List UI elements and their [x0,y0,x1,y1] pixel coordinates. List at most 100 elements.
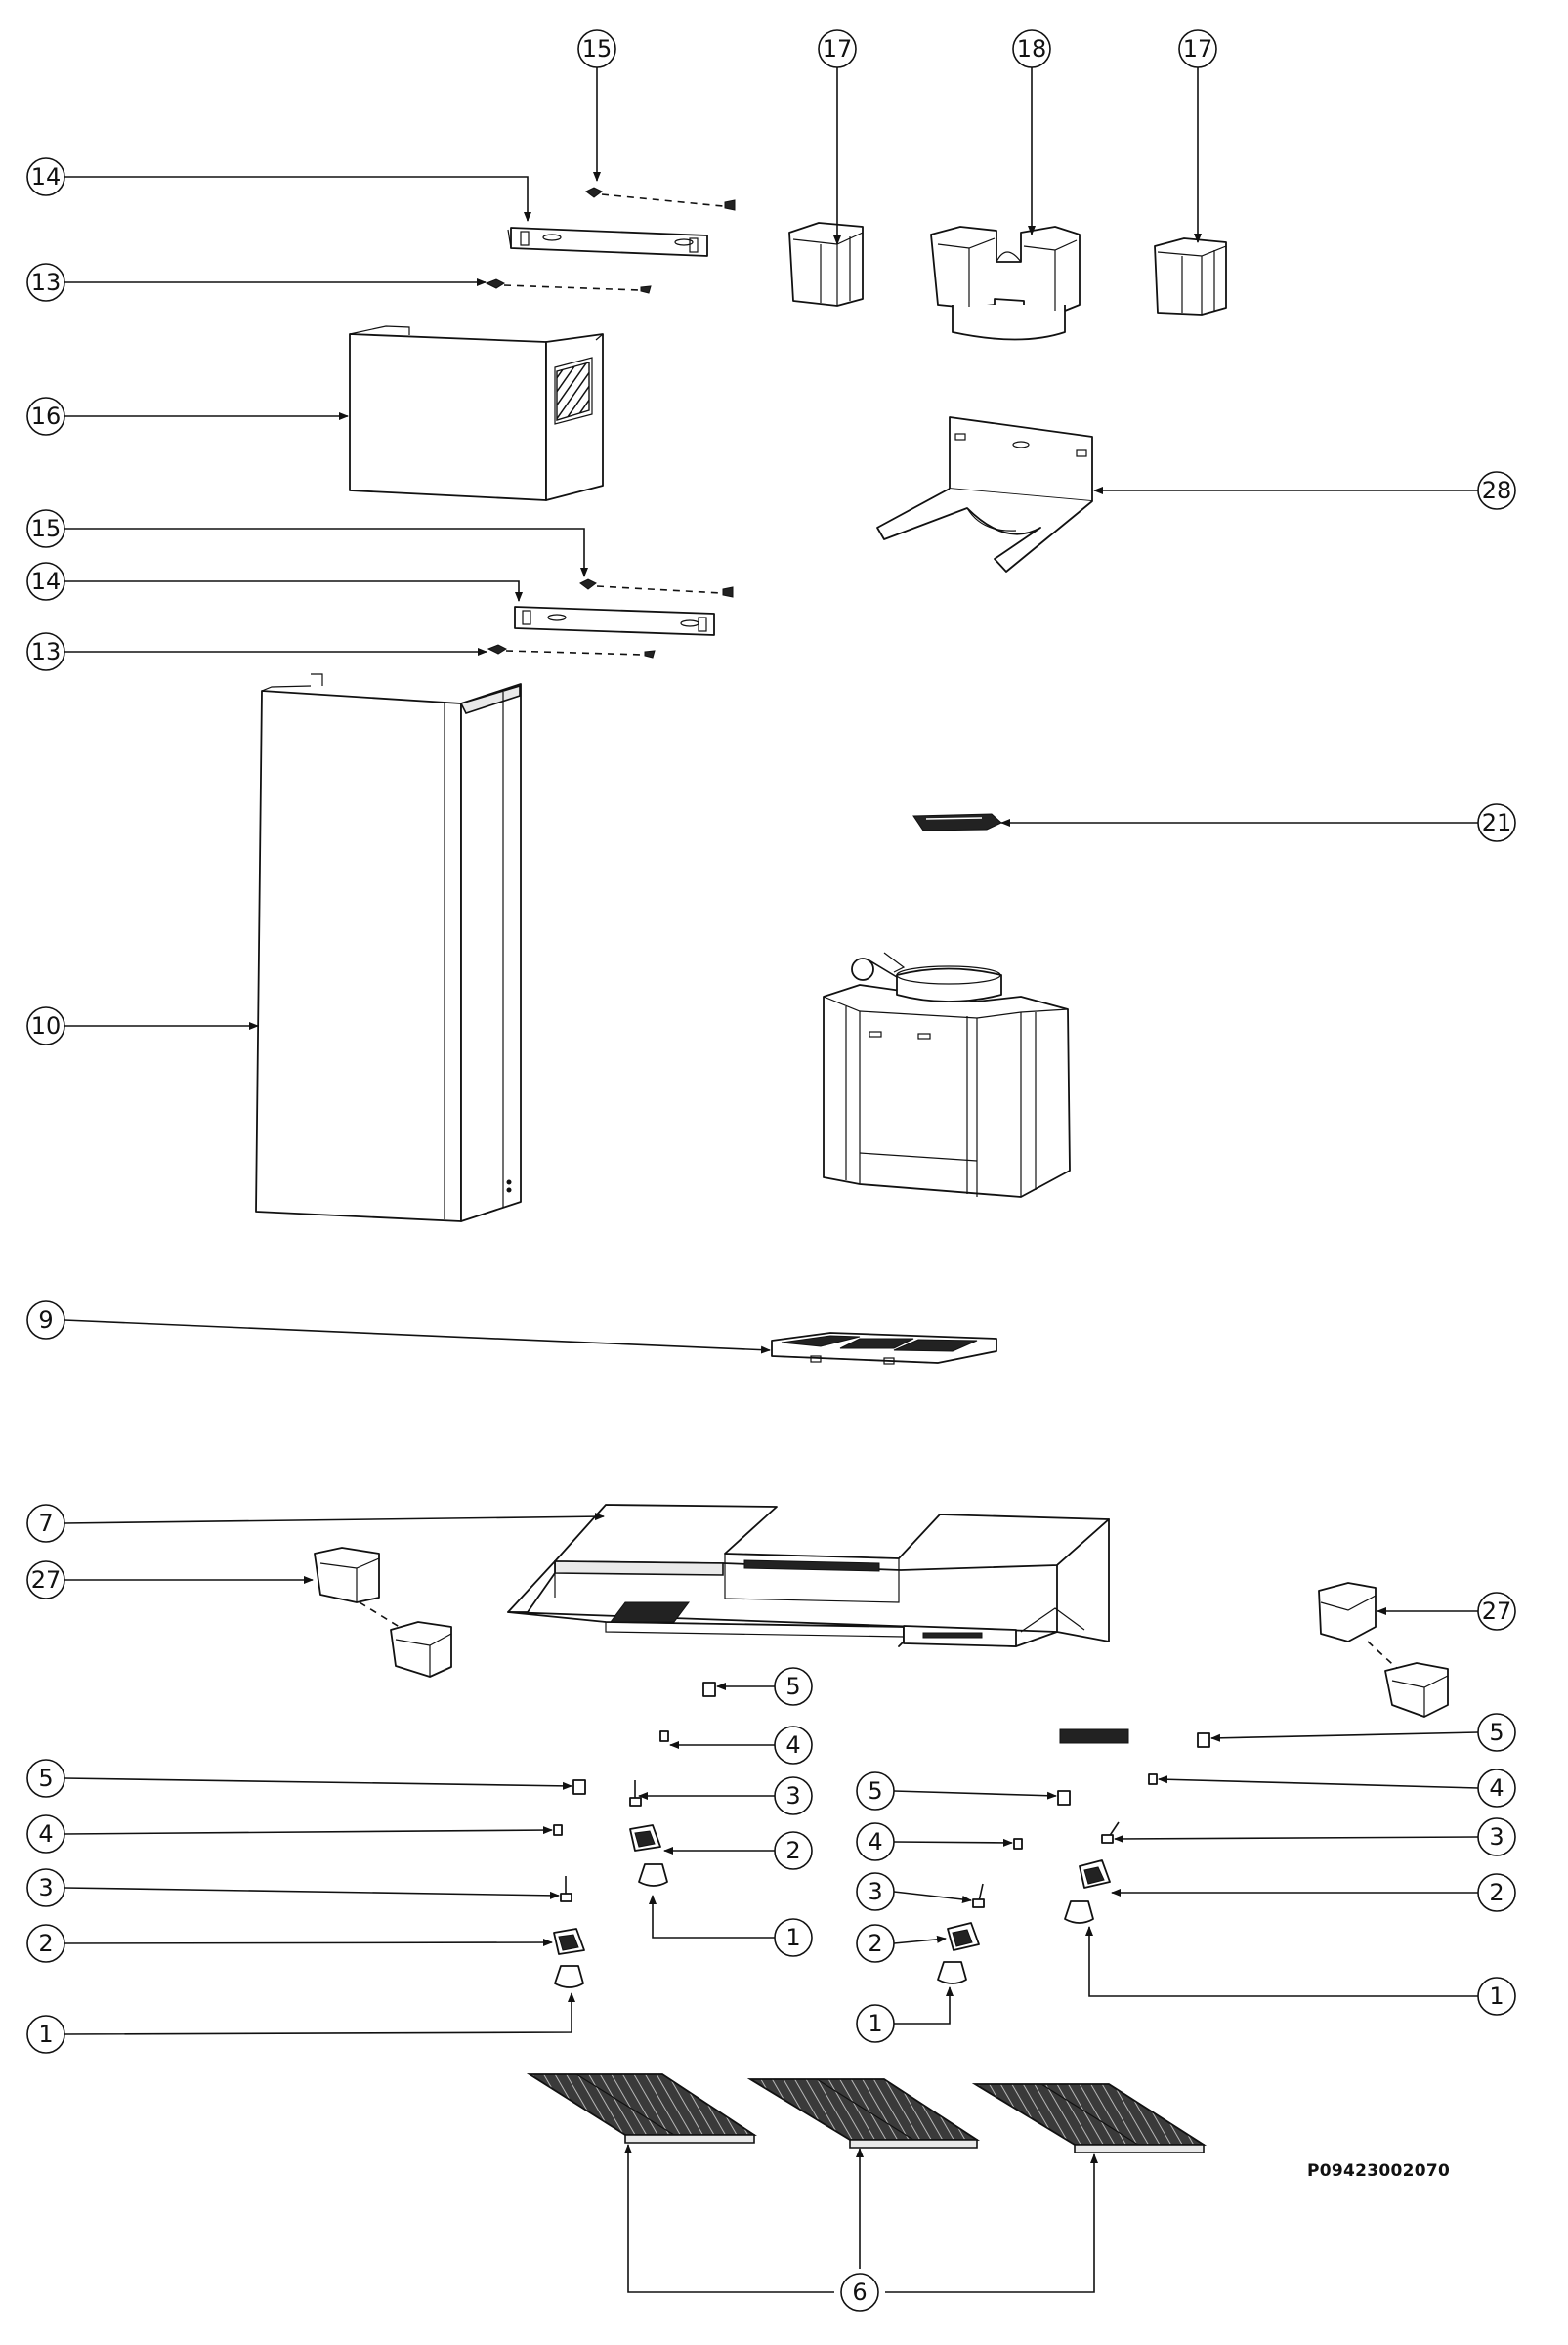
callout-3-middle: 3 [774,1776,813,1815]
svg-text:17: 17 [823,35,853,63]
callout-2-left: 2 [26,1924,65,1963]
svg-text:3: 3 [785,1782,800,1810]
control-board [912,813,1002,831]
svg-text:2: 2 [868,1930,882,1957]
duct-adaptor-right [1154,237,1227,316]
svg-text:3: 3 [1489,1823,1504,1851]
leader-lines [64,67,1479,2293]
callout-2-center: 2 [856,1924,895,1963]
svg-text:4: 4 [38,1820,53,1848]
callout-4-center: 4 [856,1822,895,1861]
callout-4-left: 4 [26,1814,65,1854]
callout-1-left: 1 [26,2015,65,2054]
svg-text:9: 9 [38,1306,53,1334]
callout-10: 10 [26,1006,65,1045]
lamp-assembly-middle [629,1682,716,1887]
wall-mounting-bracket [876,416,1093,573]
callout-9: 9 [26,1300,65,1340]
svg-text:1: 1 [785,1924,800,1951]
svg-text:2: 2 [1489,1879,1504,1906]
svg-text:16: 16 [31,403,62,430]
svg-text:28: 28 [1482,477,1512,504]
callout-21: 21 [1477,803,1516,842]
upper-chimney-bracket [485,187,736,294]
duct-adaptor-left [788,222,864,307]
svg-text:18: 18 [1017,35,1047,63]
callout-5-right: 5 [1477,1713,1516,1752]
svg-text:2: 2 [785,1837,800,1864]
svg-text:4: 4 [1489,1774,1504,1802]
side-end-cap-right [1318,1582,1449,1718]
svg-text:5: 5 [1489,1719,1504,1746]
callout-6: 6 [840,2273,879,2312]
upper-chimney-section [349,325,604,501]
callout-3-center: 3 [856,1872,895,1911]
grease-filter-1 [526,2073,757,2144]
svg-text:5: 5 [785,1673,800,1700]
callout-5-left: 5 [26,1759,65,1798]
document-code: P09423002070 [1307,2161,1451,2181]
callout-27-right: 27 [1477,1592,1516,1631]
svg-text:6: 6 [852,2279,867,2306]
callout-28: 28 [1477,471,1516,510]
callout-1-right: 1 [1477,1977,1516,2016]
svg-text:2: 2 [38,1930,53,1957]
callout-13-upper: 13 [26,263,65,302]
svg-text:15: 15 [31,515,62,542]
callout-13-lower: 13 [26,632,65,671]
callout-3-right: 3 [1477,1817,1516,1856]
svg-text:27: 27 [31,1566,62,1594]
callout-2-right: 2 [1477,1873,1516,1912]
filter-tray [771,1332,997,1365]
callout-1-middle: 1 [774,1918,813,1957]
svg-text:1: 1 [868,2010,882,2037]
svg-text:4: 4 [785,1731,800,1759]
twin-duct-outlet [930,226,1081,341]
svg-text:10: 10 [31,1012,62,1040]
svg-text:15: 15 [582,35,613,63]
callout-18: 18 [1012,29,1051,68]
svg-text:5: 5 [38,1765,53,1792]
svg-text:14: 14 [31,163,62,191]
callout-16: 16 [26,397,65,436]
callout-1-center: 1 [856,2004,895,2043]
svg-text:14: 14 [31,568,62,595]
svg-text:1: 1 [38,2021,53,2048]
callout-14-lower: 14 [26,562,65,601]
lower-chimney-section [255,673,522,1222]
callout-4-right: 4 [1477,1769,1516,1808]
svg-text:1: 1 [1489,1983,1504,2010]
lower-chimney-bracket [487,578,734,659]
svg-text:3: 3 [38,1874,53,1901]
svg-text:13: 13 [31,269,62,296]
motor-blower-unit [823,952,1071,1198]
svg-text:27: 27 [1482,1598,1512,1625]
lamp-assembly-center-right [937,1790,1071,1984]
svg-text:7: 7 [38,1510,53,1537]
svg-text:13: 13 [31,638,62,665]
grease-filter-2 [746,2078,981,2149]
callout-2-middle: 2 [774,1831,813,1870]
hood-canopy-body [507,1504,1110,1647]
callout-7: 7 [26,1504,65,1543]
callout-17-right: 17 [1178,29,1217,68]
side-end-cap-left [314,1547,452,1678]
callout-5-center: 5 [856,1771,895,1811]
lamp-assembly-left [553,1779,586,1988]
callout-14-upper: 14 [26,157,65,196]
callout-17-left: 17 [818,29,857,68]
callout-3-left: 3 [26,1868,65,1907]
lamp-assembly-right [1059,1728,1210,1924]
svg-text:5: 5 [868,1777,882,1805]
callout-15-lower: 15 [26,509,65,548]
svg-text:17: 17 [1183,35,1213,63]
callout-5-middle: 5 [774,1667,813,1706]
svg-text:3: 3 [868,1878,882,1905]
callout-27-left: 27 [26,1560,65,1599]
svg-text:4: 4 [868,1828,882,1855]
callout-4-middle: 4 [774,1726,813,1765]
svg-text:21: 21 [1482,809,1512,836]
grease-filter-3 [971,2083,1208,2153]
callout-15-top: 15 [577,29,616,68]
